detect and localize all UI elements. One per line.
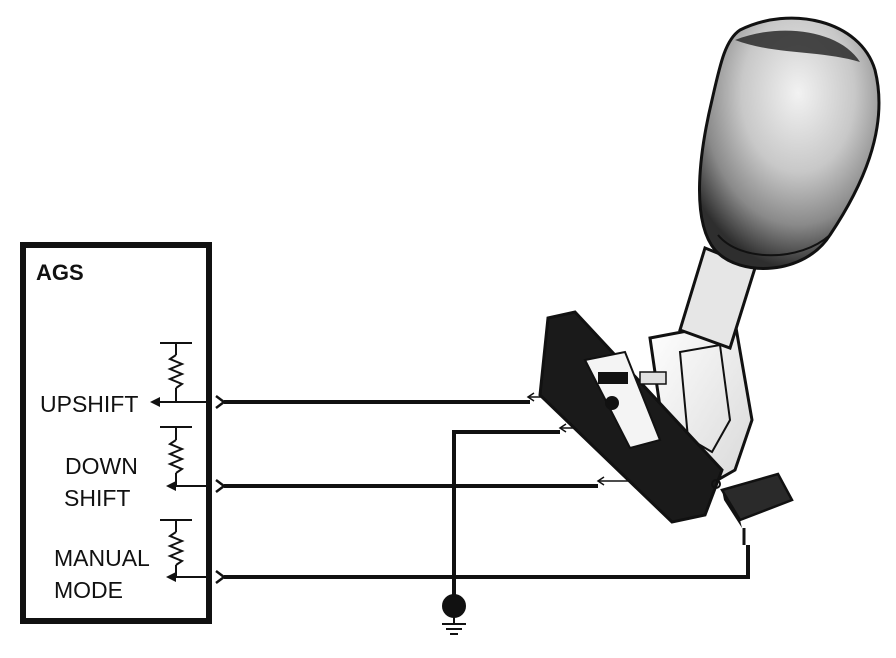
manual-mode-switch xyxy=(711,472,794,545)
ags-module-box xyxy=(20,242,212,624)
gear-shifter-illustration xyxy=(538,16,881,524)
manual-mode-wire xyxy=(224,545,750,579)
downshift-label-line2: SHIFT xyxy=(64,485,131,511)
external-wires xyxy=(224,400,750,596)
ground-icon xyxy=(442,594,466,635)
shift-knob xyxy=(698,16,881,270)
manual-mode-label-line2: MODE xyxy=(54,577,123,603)
manual-mode-label-line1: MANUAL xyxy=(54,545,150,571)
module-title: AGS xyxy=(36,260,84,285)
upshift-resistor xyxy=(160,342,192,402)
downshift-label-line1: DOWN xyxy=(65,453,138,479)
downshift-resistor xyxy=(160,426,192,486)
upshift-label: UPSHIFT xyxy=(40,391,139,417)
ground-wire xyxy=(452,430,560,596)
connector-chevrons xyxy=(215,395,227,584)
internal-input-lines xyxy=(150,397,212,582)
